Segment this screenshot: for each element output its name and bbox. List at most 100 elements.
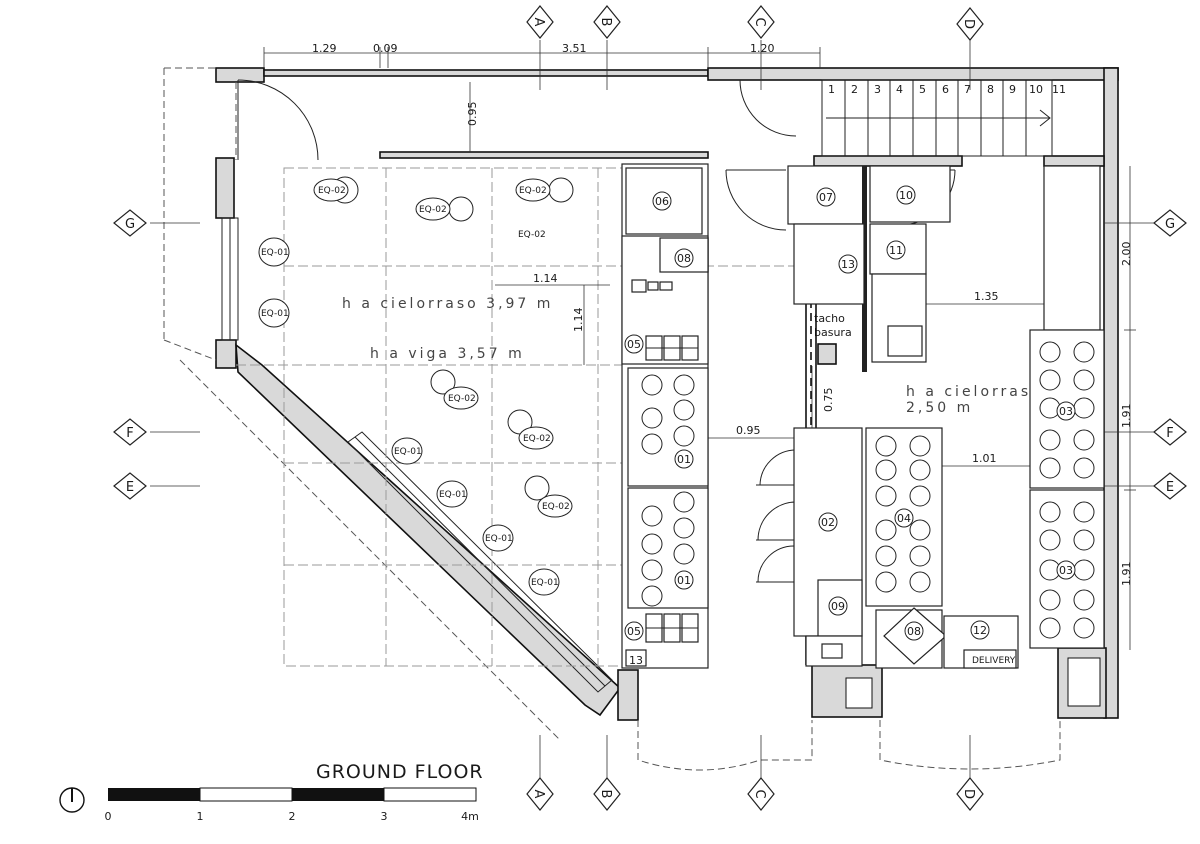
svg-text:C: C xyxy=(752,789,767,798)
axis-marker-d-bottom: D xyxy=(956,777,984,811)
dim-2-00: 2.00 xyxy=(1120,242,1133,267)
drawing-title: GROUND FLOOR xyxy=(316,761,484,783)
staircase: 1 2 3 4 5 6 7 8 9 10 11 xyxy=(821,79,1066,157)
eq-02-c: EQ-02 xyxy=(519,186,547,196)
trash-bin-label-1: tacho xyxy=(814,312,845,325)
eq-02-d: EQ-02 xyxy=(518,230,546,240)
tag-01-lower: 01 xyxy=(677,574,691,587)
delivery-label: DELIVERY xyxy=(972,656,1016,666)
svg-text:E: E xyxy=(1166,480,1174,495)
axis-marker-e-left: E xyxy=(113,472,147,500)
svg-text:B: B xyxy=(598,18,613,27)
dining-tables: EQ-02 EQ-02 EQ-02 EQ-02 EQ-01 EQ-01 EQ-0… xyxy=(258,176,574,596)
walls xyxy=(215,67,1119,721)
scale-tick-1: 1 xyxy=(197,810,204,823)
axis-marker-e-right: E xyxy=(1153,472,1187,500)
eq-02-a: EQ-02 xyxy=(318,186,346,196)
dim-1-35: 1.35 xyxy=(974,290,999,303)
dimension-lines xyxy=(263,47,1136,650)
stair-step-9: 9 xyxy=(1009,83,1016,96)
eq-01-e: EQ-01 xyxy=(485,534,513,544)
axis-marker-g-left: G xyxy=(113,209,147,237)
dim-1-20: 1.20 xyxy=(750,42,775,55)
eq-01-b: EQ-01 xyxy=(261,309,289,319)
ceiling-height-note-kitchen-1: h a cielorraso xyxy=(906,384,1043,400)
eq-01-f: EQ-01 xyxy=(531,578,559,588)
door-swings xyxy=(163,67,1061,771)
dim-1-91-upper: 1.91 xyxy=(1120,404,1133,429)
dim-0-75: 0.75 xyxy=(822,388,835,413)
axis-marker-a-bottom: A xyxy=(526,777,554,811)
tag-04: 04 xyxy=(897,512,911,525)
tag-13-upper: 13 xyxy=(841,258,855,271)
tag-10: 10 xyxy=(899,189,913,202)
stair-step-2: 2 xyxy=(851,83,858,96)
eq-02-f: EQ-02 xyxy=(523,434,551,444)
axis-lines xyxy=(150,40,1154,778)
dim-1-01: 1.01 xyxy=(972,452,997,465)
range-burners xyxy=(875,341,1095,639)
eq-01-a: EQ-01 xyxy=(261,248,289,258)
eq-01-d: EQ-01 xyxy=(439,490,467,500)
tag-08-lower: 08 xyxy=(907,625,921,638)
tag-05-upper: 05 xyxy=(627,338,641,351)
dim-0-95-vertical: 0.95 xyxy=(466,102,479,127)
svg-text:A: A xyxy=(531,18,546,27)
equipment-column-left xyxy=(621,163,709,669)
eq-02-e: EQ-02 xyxy=(448,394,476,404)
dim-1-14-vertical: 1.14 xyxy=(572,308,585,333)
axis-marker-f-left: F xyxy=(113,418,147,446)
scale-bar: 0 1 2 3 4m xyxy=(105,787,479,823)
dim-1-91-lower: 1.91 xyxy=(1120,562,1133,587)
axis-marker-c-bottom: C xyxy=(747,777,775,811)
axis-marker-b-top: B xyxy=(593,5,621,39)
dim-3-51: 3.51 xyxy=(562,42,587,55)
scale-tick-2: 2 xyxy=(289,810,296,823)
tag-09: 09 xyxy=(831,600,845,613)
tag-07: 07 xyxy=(819,191,833,204)
axis-marker-c-top: C xyxy=(747,5,775,39)
scale-tick-0: 0 xyxy=(105,810,112,823)
tag-03-upper: 03 xyxy=(1059,405,1073,418)
oven-burners xyxy=(641,374,695,607)
dim-0-09: 0.09 xyxy=(373,42,398,55)
tag-05-lower: 05 xyxy=(627,625,641,638)
svg-text:D: D xyxy=(961,19,976,29)
dim-1-14-horizontal: 1.14 xyxy=(533,272,558,285)
eq-02-g: EQ-02 xyxy=(542,502,570,512)
scale-tick-4: 4m xyxy=(461,810,479,823)
ceiling-height-note-kitchen-2: 2,50 m xyxy=(906,400,973,416)
tag-01-upper: 01 xyxy=(677,453,691,466)
svg-text:C: C xyxy=(752,17,767,26)
svg-text:F: F xyxy=(126,426,133,441)
axis-marker-f-right: F xyxy=(1153,418,1187,446)
stair-step-5: 5 xyxy=(919,83,926,96)
axis-marker-g-right: G xyxy=(1153,209,1187,237)
scale-tick-3: 3 xyxy=(381,810,388,823)
ceiling-height-note-dining: h a cielorraso 3,97 m xyxy=(342,296,553,312)
stair-step-10: 10 xyxy=(1029,83,1043,96)
stair-step-6: 6 xyxy=(942,83,949,96)
north-arrow xyxy=(59,787,85,813)
svg-text:A: A xyxy=(531,790,546,799)
tag-02: 02 xyxy=(821,516,835,529)
diagonal-glazing xyxy=(347,431,613,693)
stair-step-7: 7 xyxy=(964,83,971,96)
axis-marker-a-top: A xyxy=(526,5,554,39)
tag-13-lower: 13 xyxy=(629,654,643,667)
stair-step-11: 11 xyxy=(1052,83,1066,96)
equipment-tags: 06 08 05 01 01 05 13 07 10 11 13 02 09 0… xyxy=(624,185,1076,667)
svg-text:F: F xyxy=(1166,426,1173,441)
trash-bin-label-2: basura xyxy=(814,326,852,339)
eq-02-b: EQ-02 xyxy=(419,205,447,215)
svg-text:G: G xyxy=(125,217,135,232)
axis-marker-b-bottom: B xyxy=(593,777,621,811)
tag-06: 06 xyxy=(655,195,669,208)
svg-text:B: B xyxy=(598,790,613,799)
tag-11: 11 xyxy=(889,244,903,257)
tag-08-upper: 08 xyxy=(677,252,691,265)
tag-12: 12 xyxy=(973,624,987,637)
axis-marker-d-top: D xyxy=(956,7,984,41)
tag-03-lower: 03 xyxy=(1059,564,1073,577)
